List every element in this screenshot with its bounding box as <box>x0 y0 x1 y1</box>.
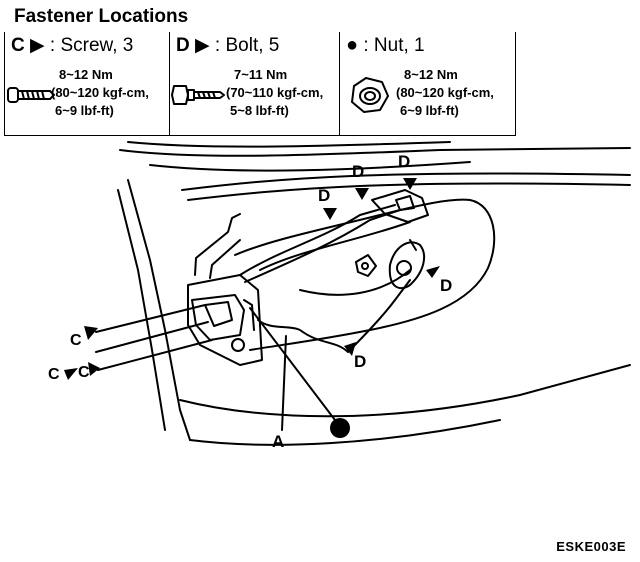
handle-bracket-upper <box>371 189 429 223</box>
callout-d-3: D <box>398 152 411 171</box>
nut-icon <box>351 77 389 113</box>
bolt-torque: 7~11 Nm (70~110 kgf-cm, 5~8 lbf-ft) <box>226 67 324 118</box>
image-code: ESKE003E <box>556 539 626 554</box>
nut-torque: 8~12 Nm (80~120 kgf-cm, 6~9 lbf-ft) <box>396 67 494 118</box>
screw-line-3 <box>97 339 213 371</box>
handle-bracket-middle <box>355 254 377 277</box>
nut-label: : Nut, 1 <box>363 35 425 56</box>
diagram-title: Fastener Locations <box>14 6 189 27</box>
bolt-icon <box>171 85 225 105</box>
lock-rods <box>194 204 401 283</box>
callout-d-2: D <box>352 162 365 181</box>
screw-arrow-1 <box>84 326 98 340</box>
screw-letter: C <box>11 35 25 56</box>
callout-c-1: C <box>70 332 82 349</box>
screw-arrow-3 <box>88 362 100 376</box>
callout-d-1: D <box>318 186 331 205</box>
arrow-icon: ▶ <box>195 35 210 56</box>
bolt-label: : Bolt, 5 <box>214 35 280 56</box>
leader-nut <box>249 307 339 425</box>
screw-label: : Screw, 3 <box>49 35 134 56</box>
callout-c-2: C <box>48 366 60 383</box>
callout-c-3: C <box>78 364 90 381</box>
callout-a: A <box>272 432 285 451</box>
latch-assembly <box>187 274 263 366</box>
callout-d-4: D <box>440 276 453 295</box>
leader-a <box>281 335 287 431</box>
screw-arrow-2 <box>64 368 78 380</box>
arrow-icon: ▶ <box>30 35 45 56</box>
legend-nut: ● : Nut, 1 8~12 Nm (80~120 kgf-cm, 6~9 l… <box>340 32 516 136</box>
nut-callout-dot <box>330 418 350 438</box>
handle-bracket-lower <box>388 239 426 290</box>
screw-line-1 <box>95 304 206 333</box>
bolt-arrow-3 <box>403 178 417 190</box>
bolt-arrow-1 <box>323 208 337 220</box>
callout-d-5: D <box>354 352 367 371</box>
nut-dot-icon: ● <box>346 34 359 56</box>
door-frame <box>117 141 631 446</box>
bolt-letter: D <box>176 35 190 56</box>
screw-icon <box>7 87 55 103</box>
release-cable <box>257 279 411 353</box>
bolt-arrow-2 <box>355 188 369 200</box>
legend-screw: C ▶ : Screw, 3 8~12 Nm (80~120 kgf-cm, 6… <box>4 32 170 136</box>
bolt-arrow-5 <box>344 342 356 356</box>
screw-torque: 8~12 Nm (80~120 kgf-cm, 6~9 lbf-ft) <box>51 67 149 118</box>
legend-bolt: D ▶ : Bolt, 5 7~11 Nm (70~110 kgf-cm, 5~… <box>170 32 340 136</box>
bolt-arrow-4 <box>426 266 440 278</box>
screw-line-2 <box>95 321 209 353</box>
